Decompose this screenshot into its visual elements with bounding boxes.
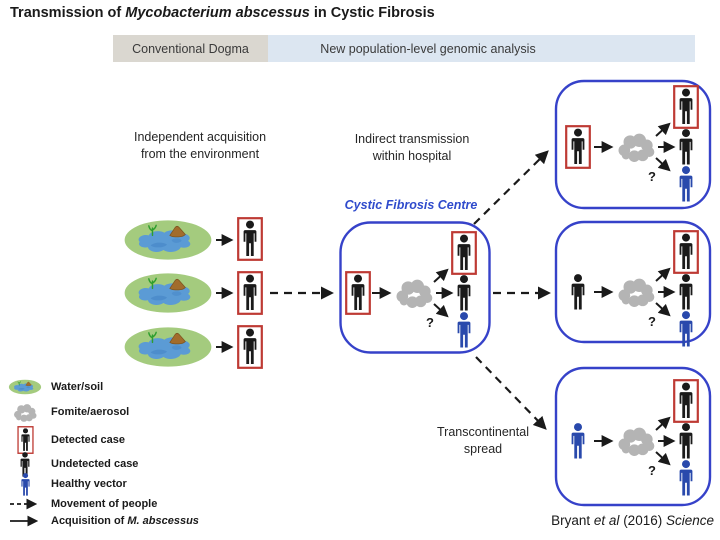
healthy-vector-figure: [571, 423, 585, 459]
movement-arrow-transcontinental: [475, 356, 547, 430]
transcontinental-box: [554, 366, 712, 507]
water-soil-reservoir: [123, 219, 213, 261]
undetected-case-figure: [571, 274, 585, 310]
water-soil-reservoir: [123, 272, 213, 314]
detected-case-icon: [8, 426, 42, 454]
detected-case-figure: [566, 126, 590, 168]
water-soil-reservoir: [123, 326, 213, 368]
legend-item-healthy-vector: Healthy vector: [8, 472, 127, 496]
header-genomic-label: New population-level genomic analysis: [320, 41, 536, 56]
label-independent-acquisition: Independent acquisition from the environ…: [133, 130, 267, 161]
citation-author: Bryant: [551, 513, 594, 528]
detected-case-figure: [238, 326, 262, 368]
citation: Bryant et al (2016) Science: [551, 513, 714, 528]
legend-item-water-soil: Water/soil: [8, 375, 103, 399]
fomite-aerosol-icon: [8, 403, 42, 422]
citation-etal: et al: [593, 513, 620, 528]
legend-item-movement: Movement of people: [8, 492, 157, 516]
page-title: Transmission of Mycobacterium abscessus …: [10, 5, 435, 21]
legend-item-fomite-aerosol: Fomite/aerosol: [8, 400, 129, 424]
citation-journal: Science: [665, 513, 714, 528]
independent-acquisition-section: [123, 218, 262, 368]
acquisition-arrow-icon: [8, 515, 42, 527]
title-suffix: in Cystic Fibrosis: [309, 5, 435, 21]
transmission-cluster: [594, 231, 698, 346]
movement-arrow-to-hospital: [473, 150, 549, 225]
header-conventional-label: Conventional Dogma: [132, 41, 249, 56]
detected-case-figure: [238, 272, 262, 314]
legend-item-undetected-case: Undetected case: [8, 452, 138, 476]
cystic-fibrosis-centre-box: [339, 221, 491, 354]
label-cystic-fibrosis-centre: Cystic Fibrosis Centre: [344, 198, 478, 212]
transmission-cluster: [594, 86, 698, 201]
detected-case-figure: [346, 272, 370, 314]
movement-arrow-icon: [8, 498, 42, 510]
title-prefix: Transmission of: [10, 5, 126, 21]
citation-year: (2016): [619, 513, 666, 528]
header-conventional-dogma: Conventional Dogma: [113, 35, 268, 62]
label-indirect-transmission: Indirect transmission within hospital: [354, 132, 470, 163]
label-transcontinental-spread: Transcontinental spread: [437, 425, 529, 456]
header-genomic-analysis: New population-level genomic analysis: [268, 35, 695, 62]
hospital-box-middle: [554, 220, 712, 347]
transmission-cluster: [372, 232, 476, 347]
legend-item-acquisition: Acquisition of M. abscessus: [8, 509, 199, 533]
transmission-cluster: [594, 380, 698, 495]
title-species-name: Mycobacterium abscessus: [125, 5, 310, 21]
water-soil-icon: [8, 379, 42, 395]
hospital-box-top: [554, 79, 712, 210]
legend-item-detected-case: Detected case: [8, 428, 125, 452]
detected-case-figure: [238, 218, 262, 260]
